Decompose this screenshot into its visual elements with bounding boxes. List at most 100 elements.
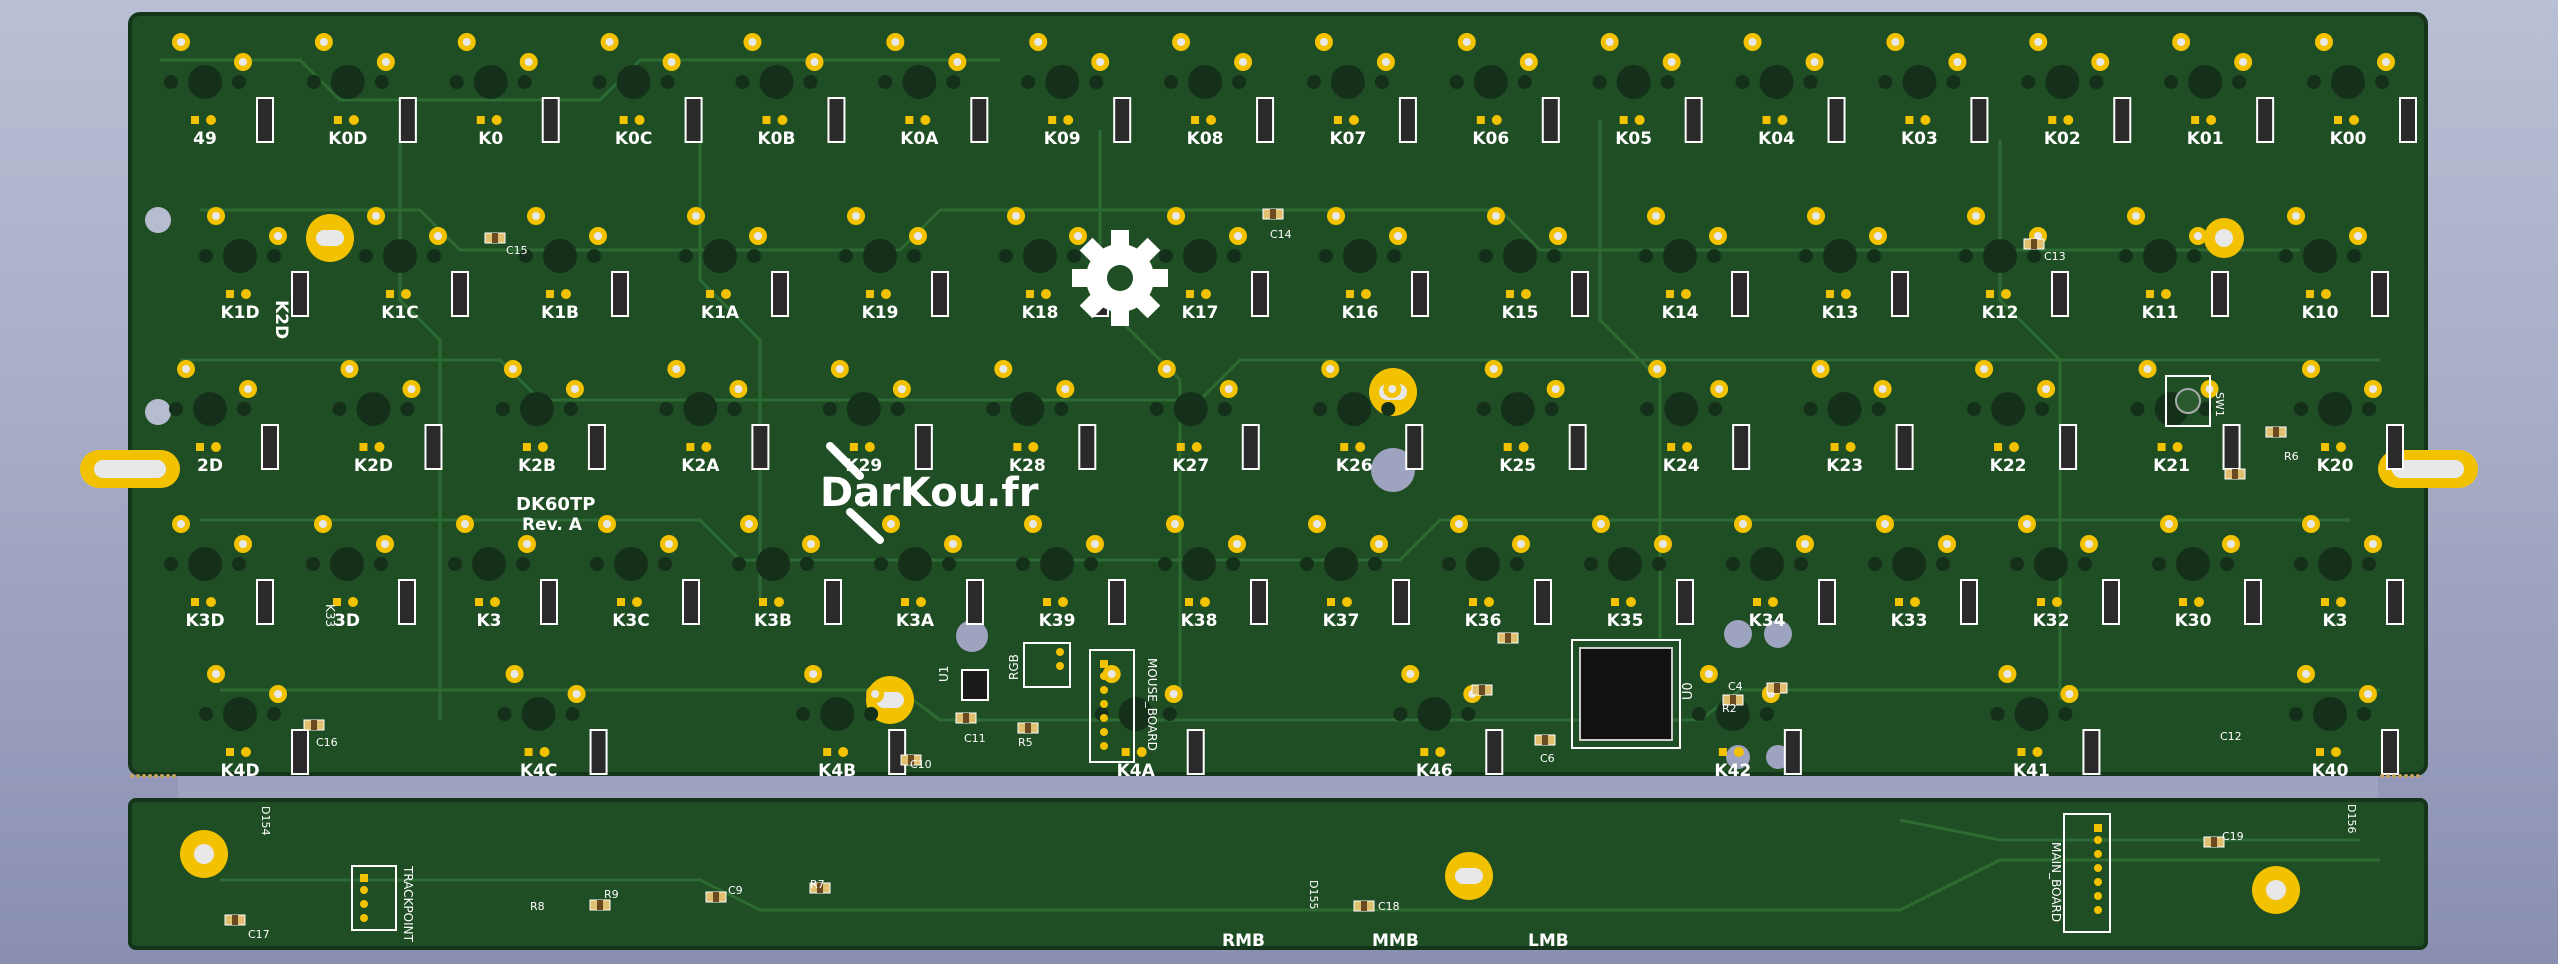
capacitor-label: C14	[1270, 228, 1292, 241]
logo-text: DarKou.fr	[820, 470, 1039, 516]
key-label: 2D	[197, 456, 223, 476]
rgb-connector	[1023, 642, 1071, 688]
reset-switch: SW1	[2165, 375, 2226, 427]
regulator-footprint	[961, 669, 989, 701]
capacitor-label: C4	[1728, 680, 1743, 693]
key-label: K1B	[541, 303, 579, 323]
board-gap	[178, 776, 2378, 800]
key-label: K27	[1172, 456, 1209, 476]
resistor-label: R2	[1722, 702, 1737, 715]
key-label: K21	[2153, 456, 2190, 476]
key-label: K03	[1901, 129, 1938, 149]
key-label: K2A	[681, 456, 720, 476]
key-label: K01	[2187, 129, 2224, 149]
key-label: K12	[1982, 303, 2019, 323]
key-label: K05	[1615, 129, 1652, 149]
key-label: K26	[1336, 456, 1373, 476]
capacitor-label: C18	[1378, 900, 1400, 913]
smd-parts	[130, 208, 2420, 926]
capacitor-label: C10	[910, 758, 932, 771]
capacitor-label: C12	[2220, 730, 2242, 743]
key-label: K3C	[612, 611, 649, 631]
key-label: K10	[2302, 303, 2339, 323]
key-label: K4C	[520, 761, 557, 781]
mounting-holes	[145, 207, 2300, 914]
key-label: K1C	[381, 303, 418, 323]
capacitor-label: C9	[728, 884, 743, 897]
key-label: K3A	[896, 611, 935, 631]
key-label: K3	[2322, 611, 2347, 631]
key-label: K4B	[818, 761, 856, 781]
capacitor-label: C17	[248, 928, 270, 941]
key-label: K36	[1465, 611, 1502, 631]
k33-vertical-label: K33	[323, 604, 337, 627]
capacitor-label: C6	[1540, 752, 1555, 765]
mcu-chip: U0	[1571, 639, 1696, 749]
key-label: K0C	[615, 129, 652, 149]
key-label: K0D	[328, 129, 367, 149]
key-label: K15	[1502, 303, 1539, 323]
key-label: K46	[1416, 761, 1453, 781]
key-label: K17	[1182, 303, 1219, 323]
mouse-button-lmb: LMB	[1528, 931, 1569, 951]
key-label: K2D	[354, 456, 393, 476]
key-label: K22	[1990, 456, 2027, 476]
key-label: K3	[476, 611, 501, 631]
resistor-label: R9	[604, 888, 619, 901]
rgb-label: RGB	[1007, 654, 1021, 680]
key-label: K16	[1342, 303, 1379, 323]
capacitor-label: C13	[2044, 250, 2066, 263]
resistor-label: R8	[530, 900, 545, 913]
key-label: K39	[1039, 611, 1076, 631]
key-label: K06	[1472, 129, 1509, 149]
darkou-logo: DarKou.fr	[820, 442, 1039, 544]
trackpoint-connector	[351, 865, 397, 931]
resistor-label: R5	[1018, 736, 1033, 749]
key-label: K38	[1181, 611, 1218, 631]
key-label: K30	[2175, 611, 2212, 631]
main-board-label: MAIN_BOARD	[2049, 842, 2063, 922]
key-label: K09	[1044, 129, 1081, 149]
key-label: K11	[2142, 303, 2179, 323]
board-name: DK60TP	[516, 494, 595, 515]
key-label: K25	[1499, 456, 1536, 476]
key-label: K0B	[757, 129, 795, 149]
key-label: K07	[1330, 129, 1367, 149]
key-label: K0A	[900, 129, 939, 149]
key-label: K2B	[518, 456, 556, 476]
key-label: K1D	[220, 303, 259, 323]
key-label: K41	[2013, 761, 2050, 781]
capacitor-label: C19	[2222, 830, 2244, 843]
key-label: K35	[1607, 611, 1644, 631]
key-label: K3B	[754, 611, 792, 631]
key-label: 3D	[334, 611, 360, 631]
key-label: K13	[1822, 303, 1859, 323]
main-board-connector	[2063, 813, 2111, 933]
key-label: K14	[1662, 303, 1699, 323]
key-label: K33	[1891, 611, 1928, 631]
mcu-label: U0	[1681, 682, 1696, 700]
capacitor-label: C11	[964, 732, 986, 745]
mouse-board-label: MOUSE_BOARD	[1145, 658, 1159, 751]
diode-d156: D156	[2345, 804, 2358, 833]
capacitor-label: C16	[316, 736, 338, 749]
key-label: K24	[1663, 456, 1700, 476]
key-label: 49	[193, 129, 217, 149]
trackpoint-label: TRACKPOINT	[401, 865, 415, 943]
key-label: K32	[2033, 611, 2070, 631]
key-label: K02	[2044, 129, 2081, 149]
k2d-vertical-label: K2D	[271, 300, 291, 339]
resistor-label: R7	[810, 878, 825, 891]
main-pcb	[128, 12, 2428, 776]
key-label: K0	[478, 129, 503, 149]
key-label: K20	[2317, 456, 2354, 476]
mouse-pcb	[128, 798, 2428, 950]
board-revision: Rev. A	[522, 515, 583, 535]
key-label: K42	[1714, 761, 1751, 781]
key-label: K4D	[220, 761, 259, 781]
key-label: K34	[1749, 611, 1786, 631]
regulator-label: U1	[937, 666, 951, 682]
key-label: K40	[2312, 761, 2349, 781]
